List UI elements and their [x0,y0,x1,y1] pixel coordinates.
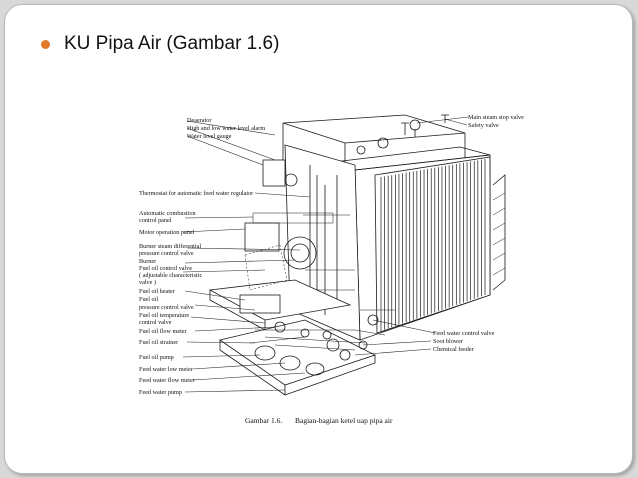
slide: KU Pipa Air (Gambar 1.6) [4,4,633,474]
label-feed-water-control-valve: Feed water control valve [433,330,495,337]
label-soot-blower: Soot blower [433,338,463,345]
label-fuel-oil-flow-meter: Fuel oil flow meter [139,328,187,335]
bullet-icon [41,39,50,49]
label-control-valve: control valve [139,319,172,326]
label-fuel-oil-control-valve: Fuel oil control valve [139,265,192,272]
caption-text: Bagian-bagian ketel uap pipa air [295,416,393,425]
label-feed-water-pump: Feed water pump [139,389,182,396]
label-burner: Burner [139,258,156,265]
label-main-steam-stop-valve: Main steam stop valve [468,114,524,121]
label-pressure-control-valve-1: pressure control valve [139,250,194,257]
label-water-level-gauge: Water level gauge [187,133,232,140]
label-fuel-oil-strainer: Fuel oil strainer [139,339,178,346]
label-chemical-feeder: Chemical feeder [433,346,474,353]
diagram-labels: Deaerator High and low water level alarm… [139,114,524,396]
label-feed-water-low-meter: Feed water low meter [139,366,193,373]
label-motor-operation-panel: Motor operation panel [139,229,195,236]
boiler-diagram: Deaerator High and low water level alarm… [105,105,545,445]
label-fuel-oil-heater: Fuel oil heater [139,288,175,295]
label-automatic-combustion: Automatic combustion [139,210,196,217]
label-control-panel: control panel [139,217,172,224]
label-fuel-oil: Fuel oil [139,296,158,303]
label-safety-valve: Safety valve [468,122,499,129]
label-feed-water-flow-meter: Feed water flow meter [139,377,195,384]
slide-title: KU Pipa Air (Gambar 1.6) [64,33,280,54]
label-deaerator: Deaerator [187,117,211,124]
label-water-level-alarm: High and low water level alarm [187,125,265,132]
caption-number: Gambar 1.6. [245,416,282,425]
label-pressure-control-valve-2: pressure control valve [139,304,194,311]
label-fuel-oil-pump: Fuel oil pump [139,354,174,361]
label-fuel-oil-temperature: Fuel oil temperature [139,312,189,319]
label-adjustable-characteristic: ( adjustable characteristic [139,272,202,279]
label-burner-steam-differential: Burner steam differential [139,243,201,250]
label-thermostat: Thermostat for automatic feed water regu… [139,190,253,197]
label-valve: valve ) [139,279,156,286]
leader-lines [182,116,469,393]
slide-title-row: KU Pipa Air (Gambar 1.6) [41,33,279,55]
boiler-illustration [208,114,506,396]
